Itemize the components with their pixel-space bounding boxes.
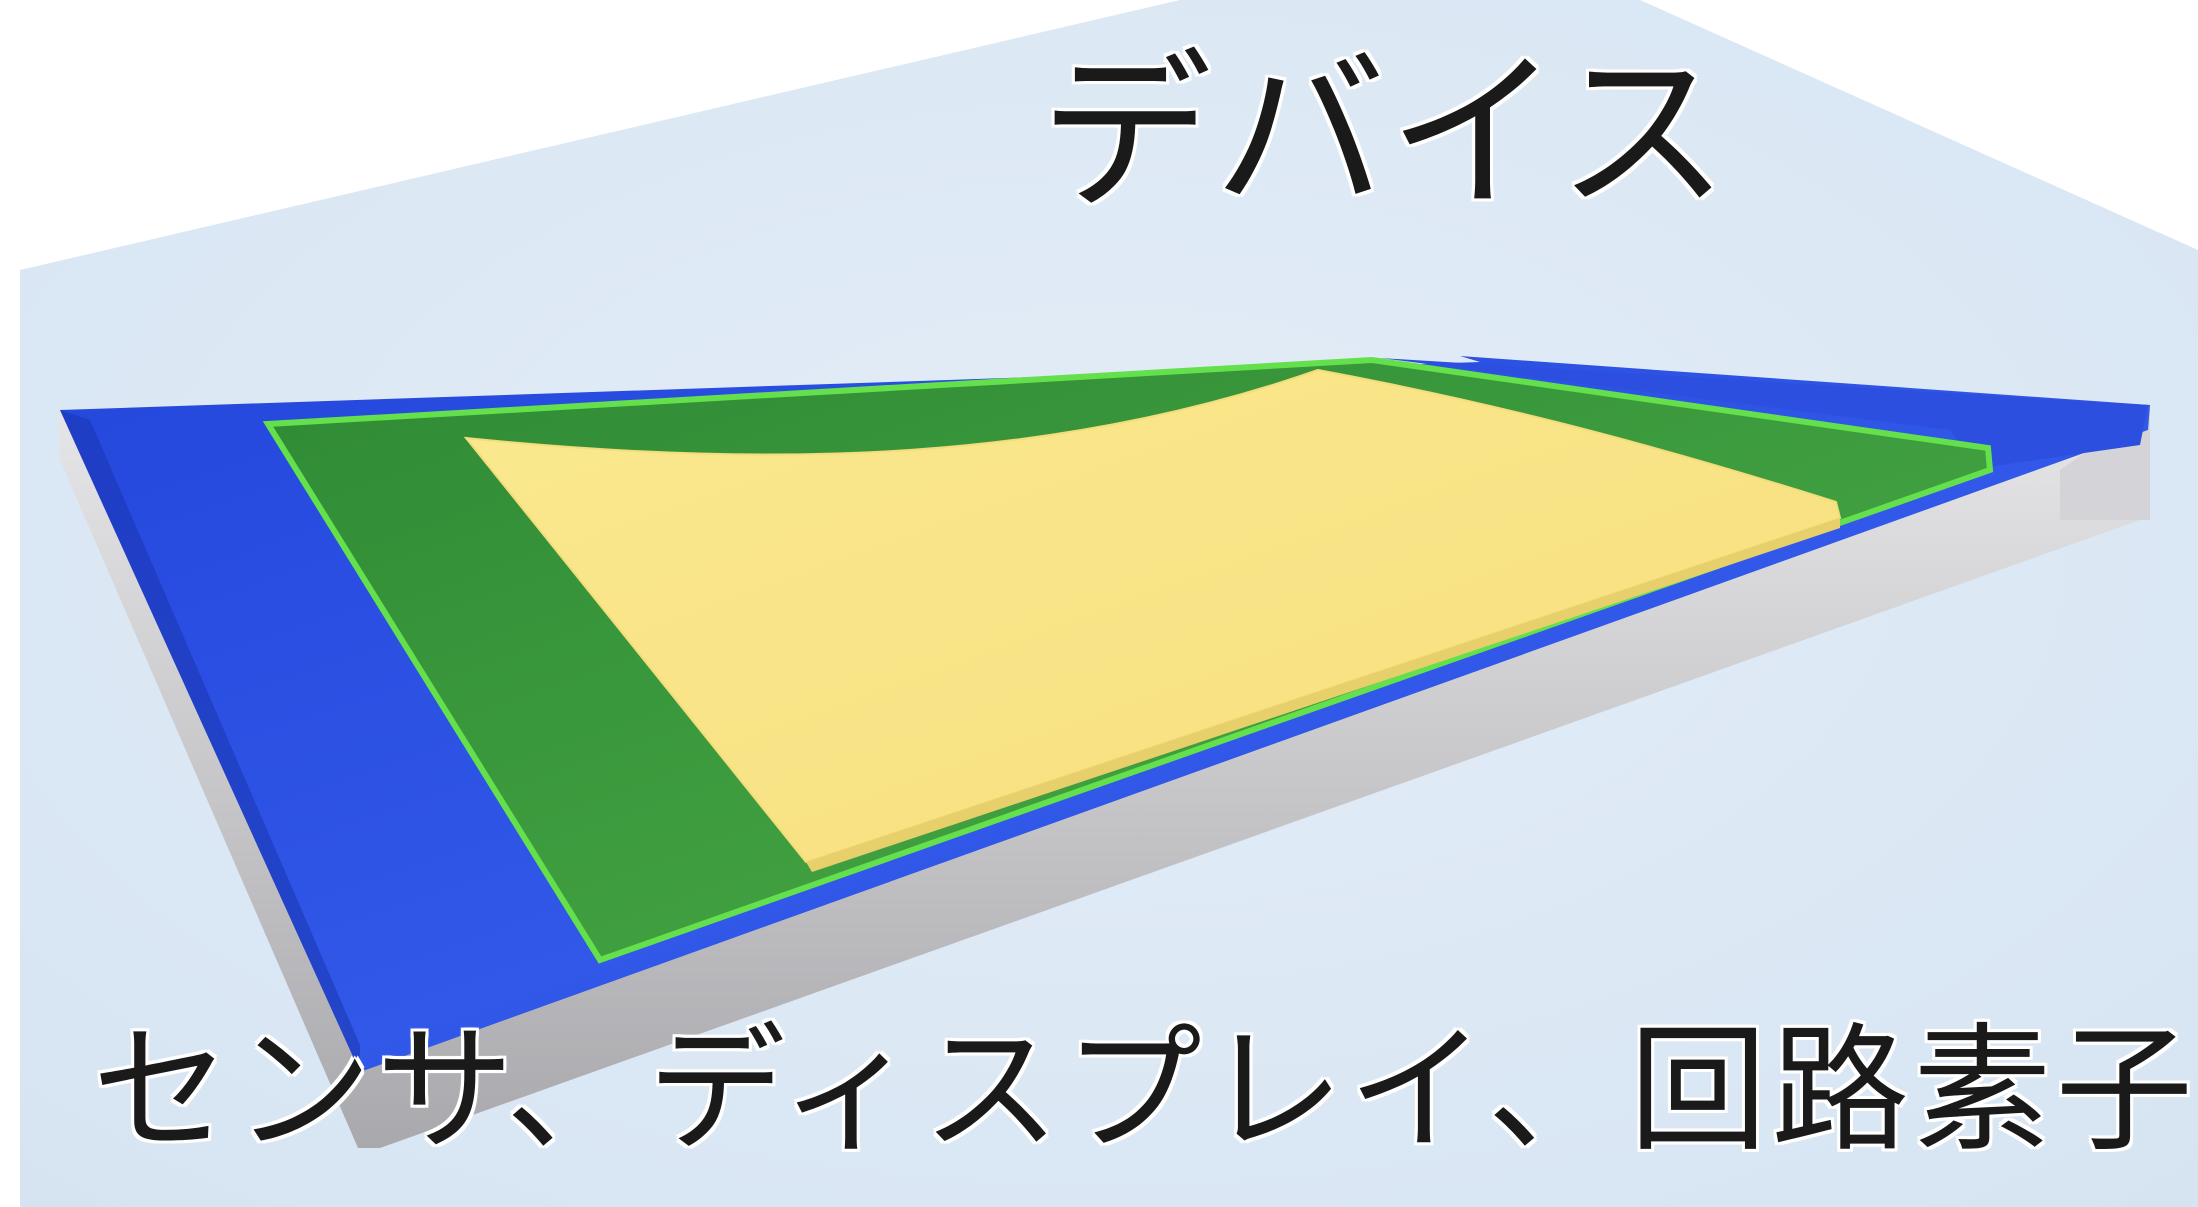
diagram-title: デバイス	[1040, 33, 1731, 234]
diagram-subtitle: センサ、ディスプレイ、回路素子	[92, 1010, 2198, 1171]
yellow-layer	[463, 368, 1842, 864]
yellow-layer-edge	[806, 518, 1840, 872]
blue-layer-front	[60, 410, 360, 1072]
blue-layer-top-strip	[1380, 358, 2148, 468]
